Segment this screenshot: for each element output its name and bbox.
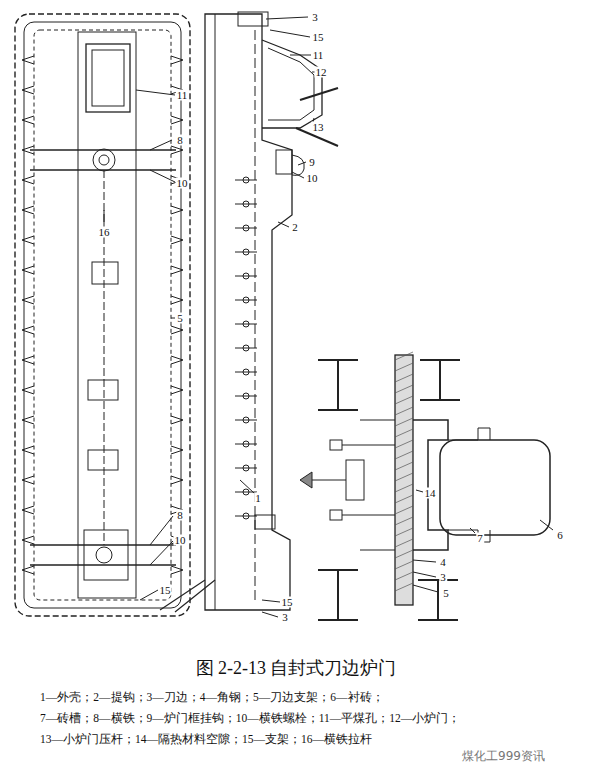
parts-list-line: 13—小炉门压杆；14—隔热材料空隙；15—支架；16—横铁拉杆 xyxy=(40,732,372,747)
callout-number: 6 xyxy=(556,530,564,541)
front-view xyxy=(15,14,190,616)
callout-number: 11 xyxy=(176,90,189,101)
callout-number: 5 xyxy=(176,313,184,324)
callout-number: 3 xyxy=(439,572,447,583)
parts-list-line: 1—外壳；2—提钩；3—刀边；4—角钢；5—刀边支架；6—衬砖； xyxy=(40,690,384,705)
callout-number: 1 xyxy=(254,493,262,504)
callout-number: 2 xyxy=(291,222,299,233)
callout-number: 9 xyxy=(308,157,316,168)
callout-number: 15 xyxy=(159,585,172,596)
figure-caption: 图 2-2-13 自封式刀边炉门 xyxy=(196,656,397,680)
callout-number: 13 xyxy=(312,122,325,133)
side-view xyxy=(160,12,338,617)
callout-number: 11 xyxy=(312,50,325,61)
callout-number: 16 xyxy=(98,227,111,238)
callout-number: 3 xyxy=(311,12,319,23)
section-view xyxy=(300,352,553,620)
callout-number: 15 xyxy=(312,32,325,43)
callout-number: 4 xyxy=(439,557,447,568)
callout-number: 10 xyxy=(176,178,189,189)
callout-number: 12 xyxy=(315,67,328,78)
callout-number: 15 xyxy=(281,597,294,608)
callout-number: 8 xyxy=(176,135,184,146)
callout-number: 3 xyxy=(281,612,289,623)
parts-list-line: 7—砖槽；8—横铁；9—炉门框挂钩；10—横铁螺栓；11—平煤孔；12—小炉门； xyxy=(40,711,460,726)
callout-number: 7 xyxy=(476,533,484,544)
callout-number: 10 xyxy=(306,173,319,184)
callout-number: 8 xyxy=(176,510,184,521)
callout-number: 5 xyxy=(442,588,450,599)
callout-number: 10 xyxy=(174,535,187,546)
callout-number: 14 xyxy=(424,488,437,499)
watermark: 煤化工999资讯 xyxy=(462,748,545,765)
